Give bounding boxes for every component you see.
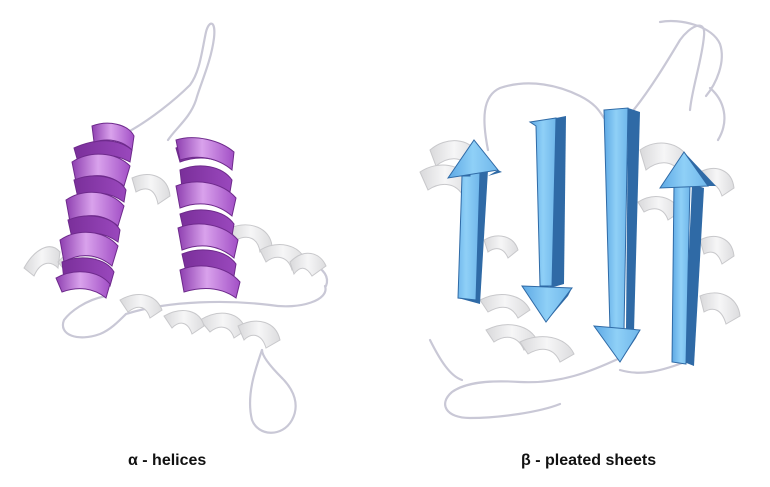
beta-strand-2-down xyxy=(521,116,573,323)
beta-strand-1-up xyxy=(446,139,502,304)
alpha-helix-figure xyxy=(23,22,329,434)
beta-strand-4-up xyxy=(659,151,716,366)
caption-alpha-helices: α - helices xyxy=(128,452,207,469)
beta-strand-3-down xyxy=(592,107,641,363)
loop-lines xyxy=(61,22,329,434)
loop-lines-right xyxy=(428,19,726,420)
background-helix-ribbon xyxy=(23,174,327,349)
alpha-helix-left xyxy=(55,122,135,299)
background-helix-ribbon-right xyxy=(419,140,741,363)
alpha-helix-right xyxy=(175,137,241,299)
caption-beta-pleated-sheets: β - pleated sheets xyxy=(521,452,657,469)
beta-sheet-figure xyxy=(419,19,741,420)
